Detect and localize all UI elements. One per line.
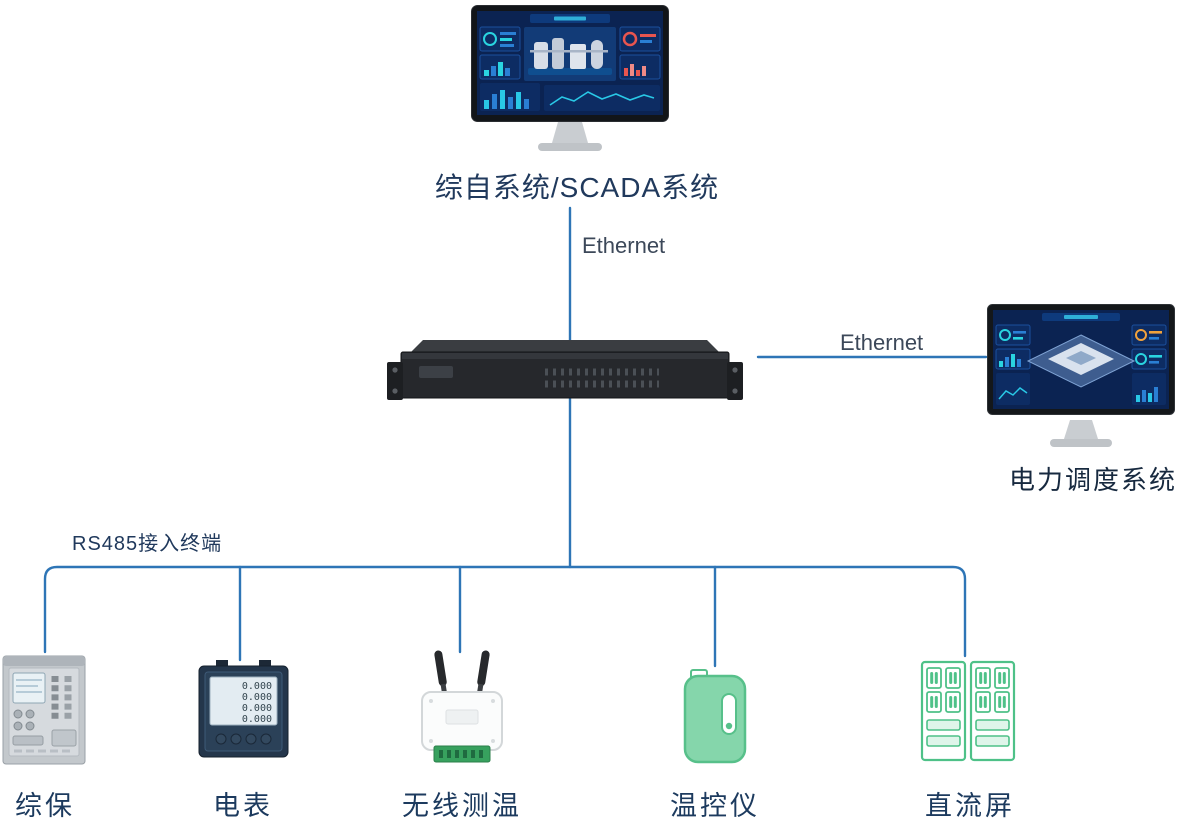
power-meter-illustration: 0.000 0.000 0.000 0.000 — [196, 660, 291, 760]
scada-system-label: 综自系统/SCADA系统 — [434, 172, 720, 203]
scada-monitor-illustration — [470, 4, 670, 156]
dc-panel-illustration — [920, 658, 1016, 764]
ethernet-right-label: Ethernet — [840, 330, 924, 355]
meter-display-row-3: 0.000 — [242, 703, 272, 714]
rack-ear-right — [727, 362, 743, 400]
dispatch-monitor-illustration — [986, 303, 1176, 453]
monitor-stand-neck — [552, 122, 588, 143]
dc-cabinet-right — [971, 662, 1014, 760]
device-label-dc-panel: 直流屏 — [925, 791, 1015, 821]
dc-cabinet-left — [922, 662, 965, 760]
antenna-left — [434, 650, 447, 694]
wireless-temp-illustration — [408, 644, 516, 768]
relay-button — [13, 721, 23, 731]
monitor-stand-base — [538, 143, 602, 151]
meter-lcd — [209, 676, 278, 726]
antenna-right — [477, 650, 490, 694]
monitor-stand-base — [1050, 439, 1112, 447]
meter-button — [260, 733, 272, 745]
gateway-top-face — [411, 340, 719, 352]
sensor-label-area — [445, 709, 479, 725]
rs485-bus-label: RS485接入终端 — [72, 533, 223, 555]
device-label-protection: 综保 — [15, 791, 75, 821]
device-label-wireless-temp: 无线测温 — [402, 791, 522, 821]
ethernet-top-label: Ethernet — [582, 233, 666, 258]
controller-slot — [721, 693, 737, 735]
rack-ear-left — [387, 362, 403, 400]
protection-relay-illustration — [0, 652, 92, 770]
rs485-bus-line — [43, 565, 967, 658]
relay-button — [25, 709, 35, 719]
temp-controller-illustration — [681, 668, 749, 766]
monitor-stand-neck — [1064, 420, 1098, 439]
gateway-illustration — [383, 330, 747, 410]
device-label-meter: 电表 — [213, 791, 273, 821]
device-label-temp-controller: 温控仪 — [670, 791, 760, 821]
meter-display-row-2: 0.000 — [242, 692, 272, 703]
gateway-label-plate — [419, 366, 453, 378]
dispatch-system-label: 电力调度系统 — [1008, 465, 1177, 495]
relay-button — [13, 709, 23, 719]
meter-display-row-1: 0.000 — [242, 681, 272, 692]
meter-button — [230, 733, 242, 745]
relay-button — [25, 721, 35, 731]
meter-button — [245, 733, 257, 745]
meter-display-row-4: 0.000 — [242, 714, 272, 725]
meter-button — [215, 733, 227, 745]
relay-lcd — [12, 672, 46, 704]
